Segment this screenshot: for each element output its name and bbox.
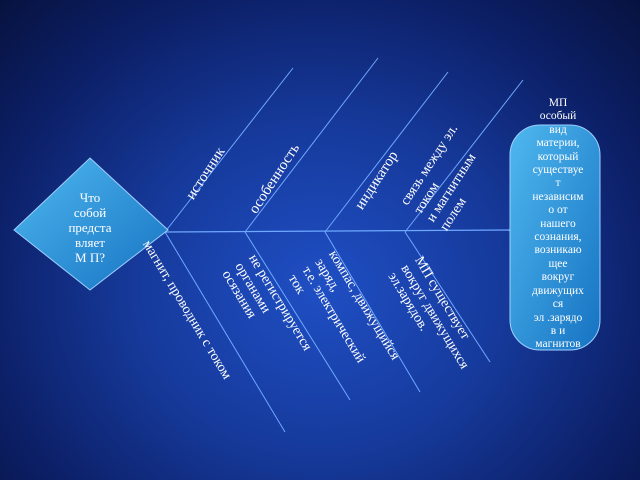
bone-bottom-3 [324, 231, 421, 393]
bone-top-2 [244, 57, 379, 233]
bone-top-4 [404, 79, 524, 233]
center-question-text: Что собой предста вляет М П? [68, 190, 112, 265]
bone-bottom-4 [404, 231, 491, 363]
question-diamond [13, 157, 169, 291]
bone-top-3 [324, 71, 449, 233]
bone-top-1 [164, 67, 294, 233]
bone-bottom-1 [164, 231, 286, 433]
definition-box [509, 124, 601, 351]
spine-line [164, 229, 513, 233]
bone-bottom-2 [244, 231, 351, 401]
definition-text: МП особый вид материи, который существуе… [532, 97, 584, 351]
